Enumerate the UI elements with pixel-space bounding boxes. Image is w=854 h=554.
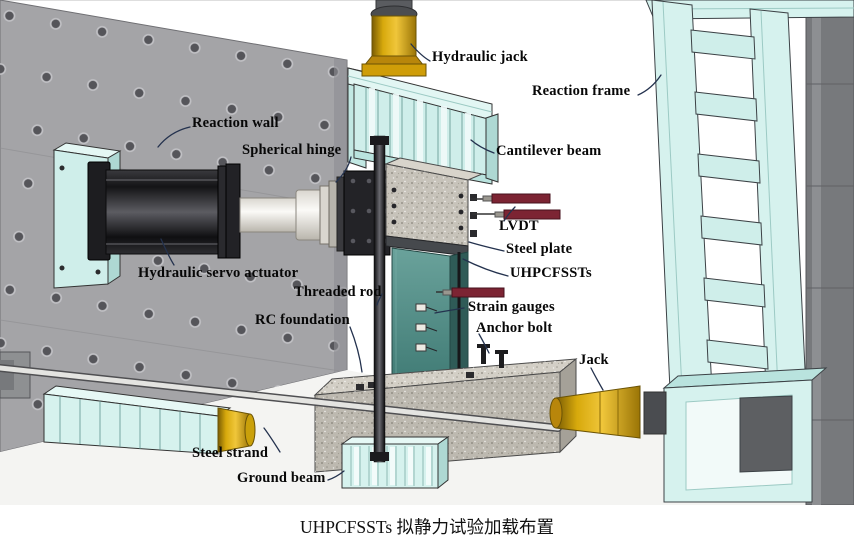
steel-strand	[0, 364, 562, 432]
ground-beam	[340, 436, 450, 490]
right-support-column	[805, 0, 854, 505]
label-strain-gauges: Strain gauges	[468, 299, 555, 315]
label-threaded-rod: Threaded rod	[294, 284, 382, 300]
label-hydraulic-servo-actuator: Hydraulic servo actuator	[138, 265, 299, 281]
label-steel-strand: Steel strand	[192, 445, 269, 461]
label-lvdt: LVDT	[499, 218, 539, 234]
strand-anchor-block	[0, 351, 31, 399]
label-rc-foundation: RC foundation	[255, 312, 350, 328]
hydraulic-servo-actuator	[52, 142, 391, 289]
anchor-bolts	[477, 344, 508, 368]
strand-anchor-beam	[42, 385, 256, 455]
label-spherical-hinge: Spherical hinge	[242, 142, 342, 158]
hydraulic-jack	[361, 0, 427, 77]
uhpcfsst-column	[391, 247, 469, 389]
label-jack: Jack	[579, 352, 609, 368]
label-reaction-wall: Reaction wall	[192, 115, 279, 131]
column-loading-head	[384, 157, 484, 257]
label-hydraulic-jack: Hydraulic jack	[432, 49, 528, 65]
label-reaction-frame: Reaction frame	[532, 83, 631, 99]
tensioning-jack	[549, 385, 667, 439]
label-cantilever-beam: Cantilever beam	[496, 143, 602, 159]
lvdt-transducers	[436, 193, 561, 298]
leader-lines	[157, 43, 662, 481]
strain-gauges	[415, 303, 438, 352]
reaction-frame	[645, 0, 854, 503]
scene-svg	[0, 0, 854, 505]
figure-caption: UHPCFSSTs 拟静力试验加载布置	[299, 517, 555, 537]
label-steel-plate: Steel plate	[506, 241, 573, 257]
illustration-scene: Hydraulic jack Reaction frame Reaction w…	[0, 0, 854, 505]
label-anchor-bolt: Anchor bolt	[476, 320, 553, 336]
cantilever-beam	[347, 67, 499, 185]
label-uhpcfssts: UHPCFSSTs	[510, 265, 592, 281]
label-ground-beam: Ground beam	[237, 470, 326, 486]
